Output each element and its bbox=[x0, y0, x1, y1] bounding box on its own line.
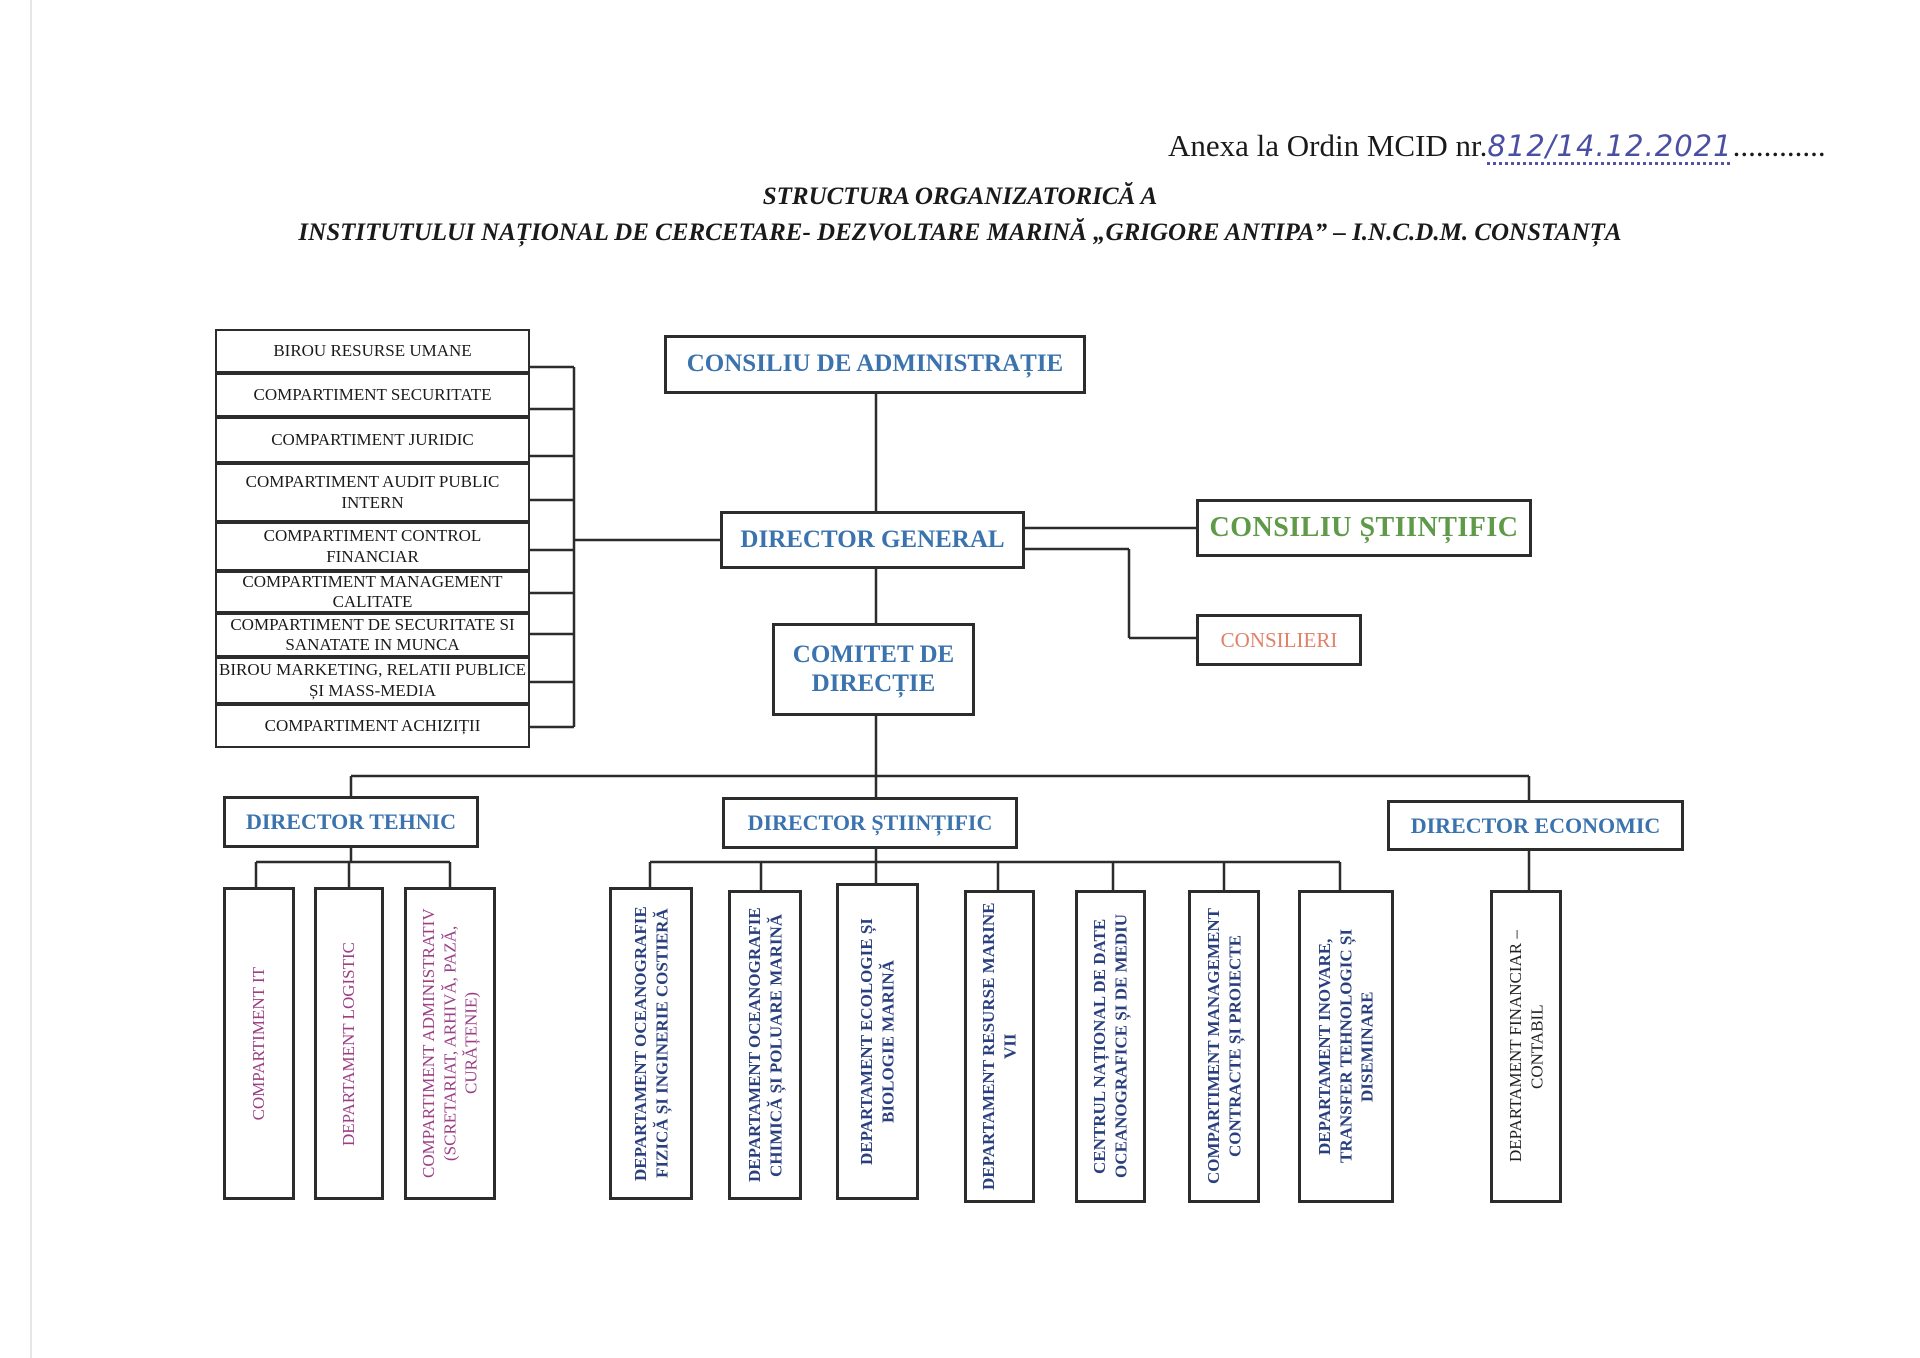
annex-reference: Anexa la Ordin MCID nr.812/14.12.2021...… bbox=[1168, 128, 1826, 164]
side-unit-5: COMPARTIMENT CONTROL FINANCIAR bbox=[215, 522, 530, 571]
node-director-general: DIRECTOR GENERAL bbox=[720, 511, 1025, 569]
sci-unit-centrul-national-date: CENTRUL NAȚIONAL DE DATE OCEANOGRAFICE Ș… bbox=[1075, 890, 1146, 1203]
sci-unit-oceanografie-fizica: DEPARTAMENT OCEANOGRAFIE FIZICĂ ȘI INGIN… bbox=[609, 887, 693, 1200]
node-director-economic: DIRECTOR ECONOMIC bbox=[1387, 800, 1684, 851]
node-consilieri: CONSILIERI bbox=[1196, 614, 1362, 666]
node-director-stiintific: DIRECTOR ȘTIINȚIFIC bbox=[722, 797, 1018, 849]
tech-unit-logistic: DEPARTAMENT LOGISTIC bbox=[314, 887, 384, 1200]
side-unit-7: COMPARTIMENT DE SECURITATE SI SANATATE I… bbox=[215, 613, 530, 657]
node-consiliu-stiintific: CONSILIU ȘTIINȚIFIC bbox=[1196, 499, 1532, 557]
sci-unit-management-contracte: COMPARTIMENT MANAGEMENT CONTRACTE ȘI PRO… bbox=[1188, 890, 1260, 1203]
side-unit-4: COMPARTIMENT AUDIT PUBLIC INTERN bbox=[215, 463, 530, 522]
side-unit-2: COMPARTIMENT SECURITATE bbox=[215, 373, 530, 417]
side-unit-9: COMPARTIMENT ACHIZIȚII bbox=[215, 704, 530, 748]
annex-dots: ............ bbox=[1732, 128, 1826, 163]
node-consiliu-administratie: CONSILIU DE ADMINISTRAȚIE bbox=[664, 335, 1086, 394]
sci-unit-resurse-marine: DEPARTAMENT RESURSE MARINE VII bbox=[964, 890, 1035, 1203]
title-line-2: INSTITUTULUI NAȚIONAL DE CERCETARE- DEZV… bbox=[298, 219, 1622, 246]
econ-unit-financiar-contabil: DEPARTAMENT FINANCIAR – CONTABIL bbox=[1490, 890, 1562, 1203]
tech-unit-it: COMPARTIMENT IT bbox=[223, 887, 295, 1200]
sci-unit-oceanografie-chimica: DEPARTAMENT OCEANOGRAFIE CHIMICĂ ȘI POLU… bbox=[728, 890, 802, 1200]
side-unit-8: BIROU MARKETING, RELATII PUBLICE ȘI MASS… bbox=[215, 657, 530, 704]
handwritten-order-number: 812/14.12.2021 bbox=[1487, 129, 1733, 163]
side-unit-6: COMPARTIMENT MANAGEMENT CALITATE bbox=[215, 571, 530, 613]
annex-prefix: Anexa la Ordin MCID nr. bbox=[1168, 128, 1488, 163]
node-comitet-directie: COMITET DE DIRECȚIE bbox=[772, 623, 975, 716]
sci-unit-inovare-transfer: DEPARTAMENT INOVARE, TRANSFER TEHNOLOGIC… bbox=[1298, 890, 1394, 1203]
side-unit-1: BIROU RESURSE UMANE bbox=[215, 329, 530, 373]
scan-edge bbox=[30, 0, 32, 1358]
title-line-1: STRUCTURA ORGANIZATORICĂ A bbox=[762, 183, 1158, 210]
side-unit-3: COMPARTIMENT JURIDIC bbox=[215, 417, 530, 463]
sci-unit-ecologie: DEPARTAMENT ECOLOGIE ȘI BIOLOGIE MARINĂ bbox=[836, 883, 919, 1200]
node-director-tehnic: DIRECTOR TEHNIC bbox=[223, 796, 479, 848]
tech-unit-administrativ: COMPARTIMENT ADMINISTRATIV (SCRETARIAT, … bbox=[404, 887, 496, 1200]
